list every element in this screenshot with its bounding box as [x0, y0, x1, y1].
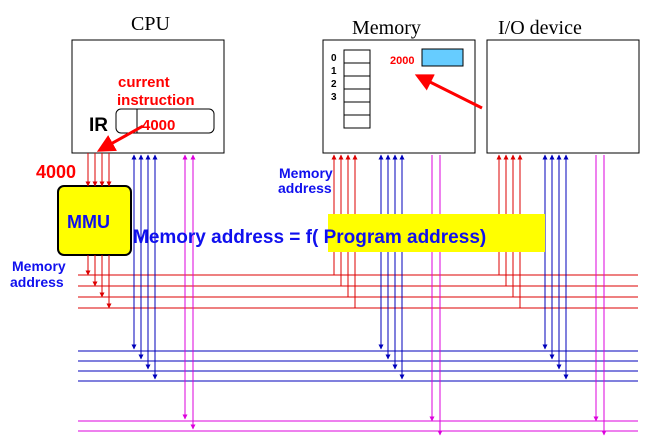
memory-data-lines: [378, 154, 405, 380]
memory-cells: [343, 49, 371, 129]
memory-input-label: Memory: [279, 165, 333, 181]
memory-pointer-arrow: [414, 74, 483, 110]
memory-index-2: 2: [331, 79, 337, 90]
cpu-to-mmu-lines: [85, 153, 112, 187]
mmu-input-value: 4000: [36, 162, 76, 182]
io-device-box: [486, 39, 640, 154]
ir-label: IR: [89, 115, 108, 136]
memory-input-label-line2: address: [278, 180, 332, 196]
memory-index-3: 3: [331, 92, 337, 103]
memory-index-1: 1: [331, 66, 337, 77]
ir-value: 4000: [142, 117, 175, 134]
memory-highlighted-cell: [421, 48, 464, 67]
io-control-lines: [593, 155, 607, 436]
mmu-output-label-line2: address: [10, 274, 64, 290]
address-bus: [78, 274, 638, 309]
cpu-box: [71, 39, 225, 154]
control-bus: [78, 420, 638, 432]
cpu-control-lines: [182, 154, 196, 430]
ir-to-mmu-arrow: [96, 124, 144, 152]
mmu-label: MMU: [67, 212, 110, 232]
mmu-output-label: Memory: [12, 258, 66, 274]
cpu-data-lines: [131, 154, 158, 380]
mmu-to-bus-lines: [85, 255, 112, 309]
memory-index-0: 0: [331, 53, 337, 64]
memory-highlighted-address: 2000: [390, 55, 414, 67]
io-device-title: I/O device: [498, 17, 582, 39]
data-bus: [78, 350, 638, 382]
formula-text: Memory address = f( Program address): [133, 227, 486, 248]
memory-title: Memory: [352, 17, 421, 39]
memory-control-lines: [429, 155, 443, 436]
current-instruction-label: current: [118, 74, 170, 91]
current-instruction-label-line2: instruction: [117, 92, 195, 109]
io-data-lines: [542, 154, 569, 380]
formula-highlight: [328, 214, 545, 252]
cpu-title: CPU: [131, 13, 170, 35]
